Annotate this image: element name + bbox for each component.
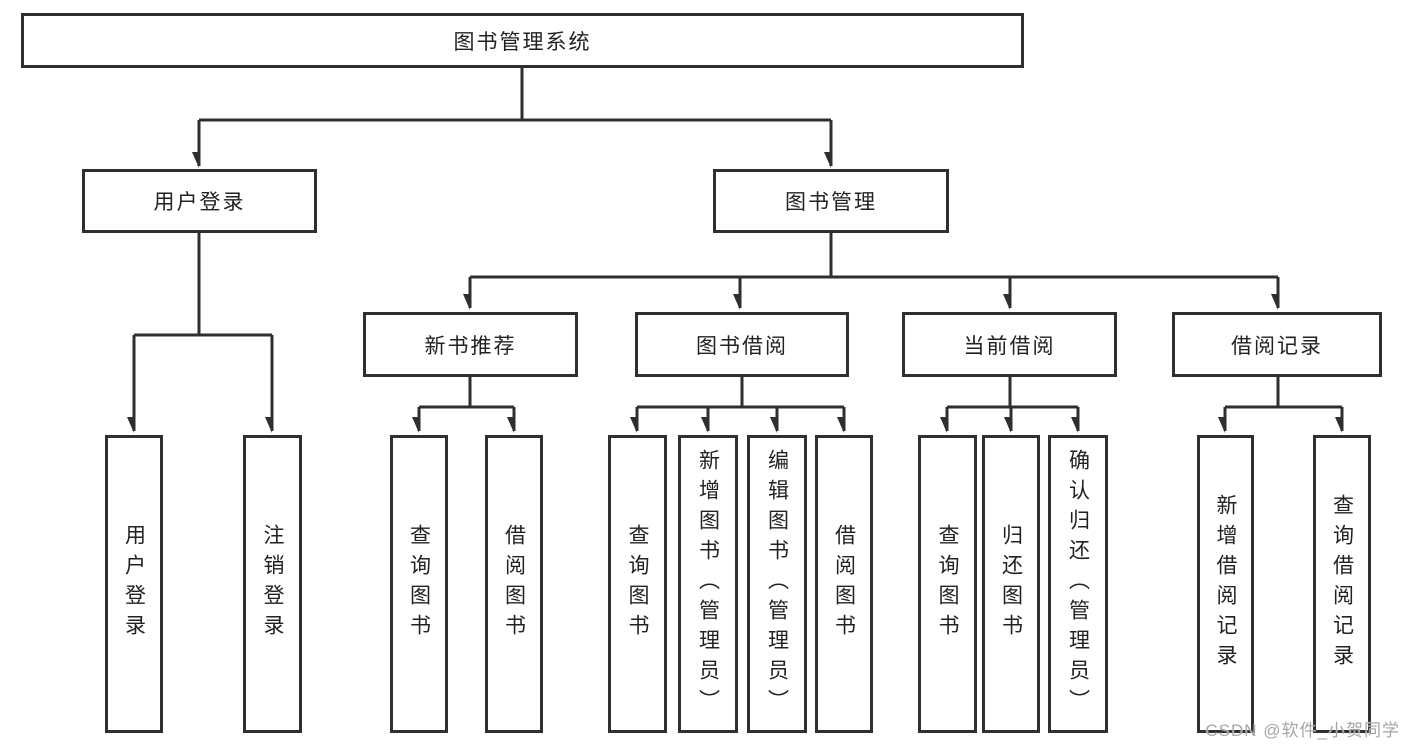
connector-trunks: [134, 68, 1342, 409]
leaf-cb-return-books: 归还图书: [982, 435, 1040, 733]
node-root: 图书管理系统: [21, 13, 1024, 68]
node-current-borrow-label: 当前借阅: [963, 334, 1056, 358]
node-book-borrow: 图书借阅: [635, 312, 849, 377]
leaf-bb-borrow-books: 借阅图书: [815, 435, 873, 733]
leaf-nb-borrow-books-label: 借阅图书: [502, 524, 526, 644]
node-borrow-records: 借阅记录: [1172, 312, 1382, 377]
node-new-books: 新书推荐: [363, 312, 578, 377]
leaf-cb-query-books: 查询图书: [918, 435, 977, 733]
node-user-login-label: 用户登录: [153, 191, 246, 214]
leaf-cb-confirm-return-label: 确认归还（管理员）: [1066, 449, 1090, 719]
leaf-bb-query-books-label: 查询图书: [626, 524, 649, 644]
node-book-mgmt: 图书管理: [713, 169, 949, 233]
node-root-label: 图书管理系统: [453, 30, 592, 54]
leaf-bb-add-books: 新增图书（管理员）: [678, 435, 738, 733]
node-current-borrow: 当前借阅: [902, 312, 1117, 377]
leaf-nb-borrow-books: 借阅图书: [485, 435, 543, 733]
leaf-br-query-record: 查询借阅记录: [1313, 435, 1371, 733]
leaf-logout-label: 注销登录: [261, 524, 284, 644]
leaf-cb-query-books-label: 查询图书: [936, 524, 959, 644]
leaf-br-add-record-label: 新增借阅记录: [1214, 494, 1237, 674]
leaf-bb-borrow-books-label: 借阅图书: [832, 524, 856, 644]
watermark-text: CSDN @软件_小贺同学: [1205, 721, 1400, 740]
leaf-bb-query-books: 查询图书: [608, 435, 667, 733]
leaf-bb-edit-books: 编辑图书（管理员）: [747, 435, 807, 733]
node-new-books-label: 新书推荐: [424, 334, 517, 358]
node-book-mgmt-label: 图书管理: [785, 191, 877, 214]
leaf-logout: 注销登录: [243, 435, 302, 733]
leaf-cb-return-books-label: 归还图书: [999, 524, 1023, 644]
leaf-cb-confirm-return: 确认归还（管理员）: [1048, 435, 1108, 733]
leaf-nb-query-books: 查询图书: [390, 435, 448, 733]
leaf-br-add-record: 新增借阅记录: [1197, 435, 1254, 733]
node-borrow-records-label: 借阅记录: [1231, 334, 1323, 358]
leaf-bb-edit-books-label: 编辑图书（管理员）: [765, 449, 789, 719]
leaf-user-login-label: 用户登录: [122, 524, 146, 644]
node-book-borrow-label: 图书借阅: [696, 334, 788, 358]
leaf-br-query-record-label: 查询借阅记录: [1330, 494, 1354, 674]
node-user-login: 用户登录: [82, 169, 317, 233]
leaf-bb-add-books-label: 新增图书（管理员）: [696, 449, 720, 719]
leaf-nb-query-books-label: 查询图书: [407, 524, 431, 644]
leaf-user-login: 用户登录: [105, 435, 163, 733]
